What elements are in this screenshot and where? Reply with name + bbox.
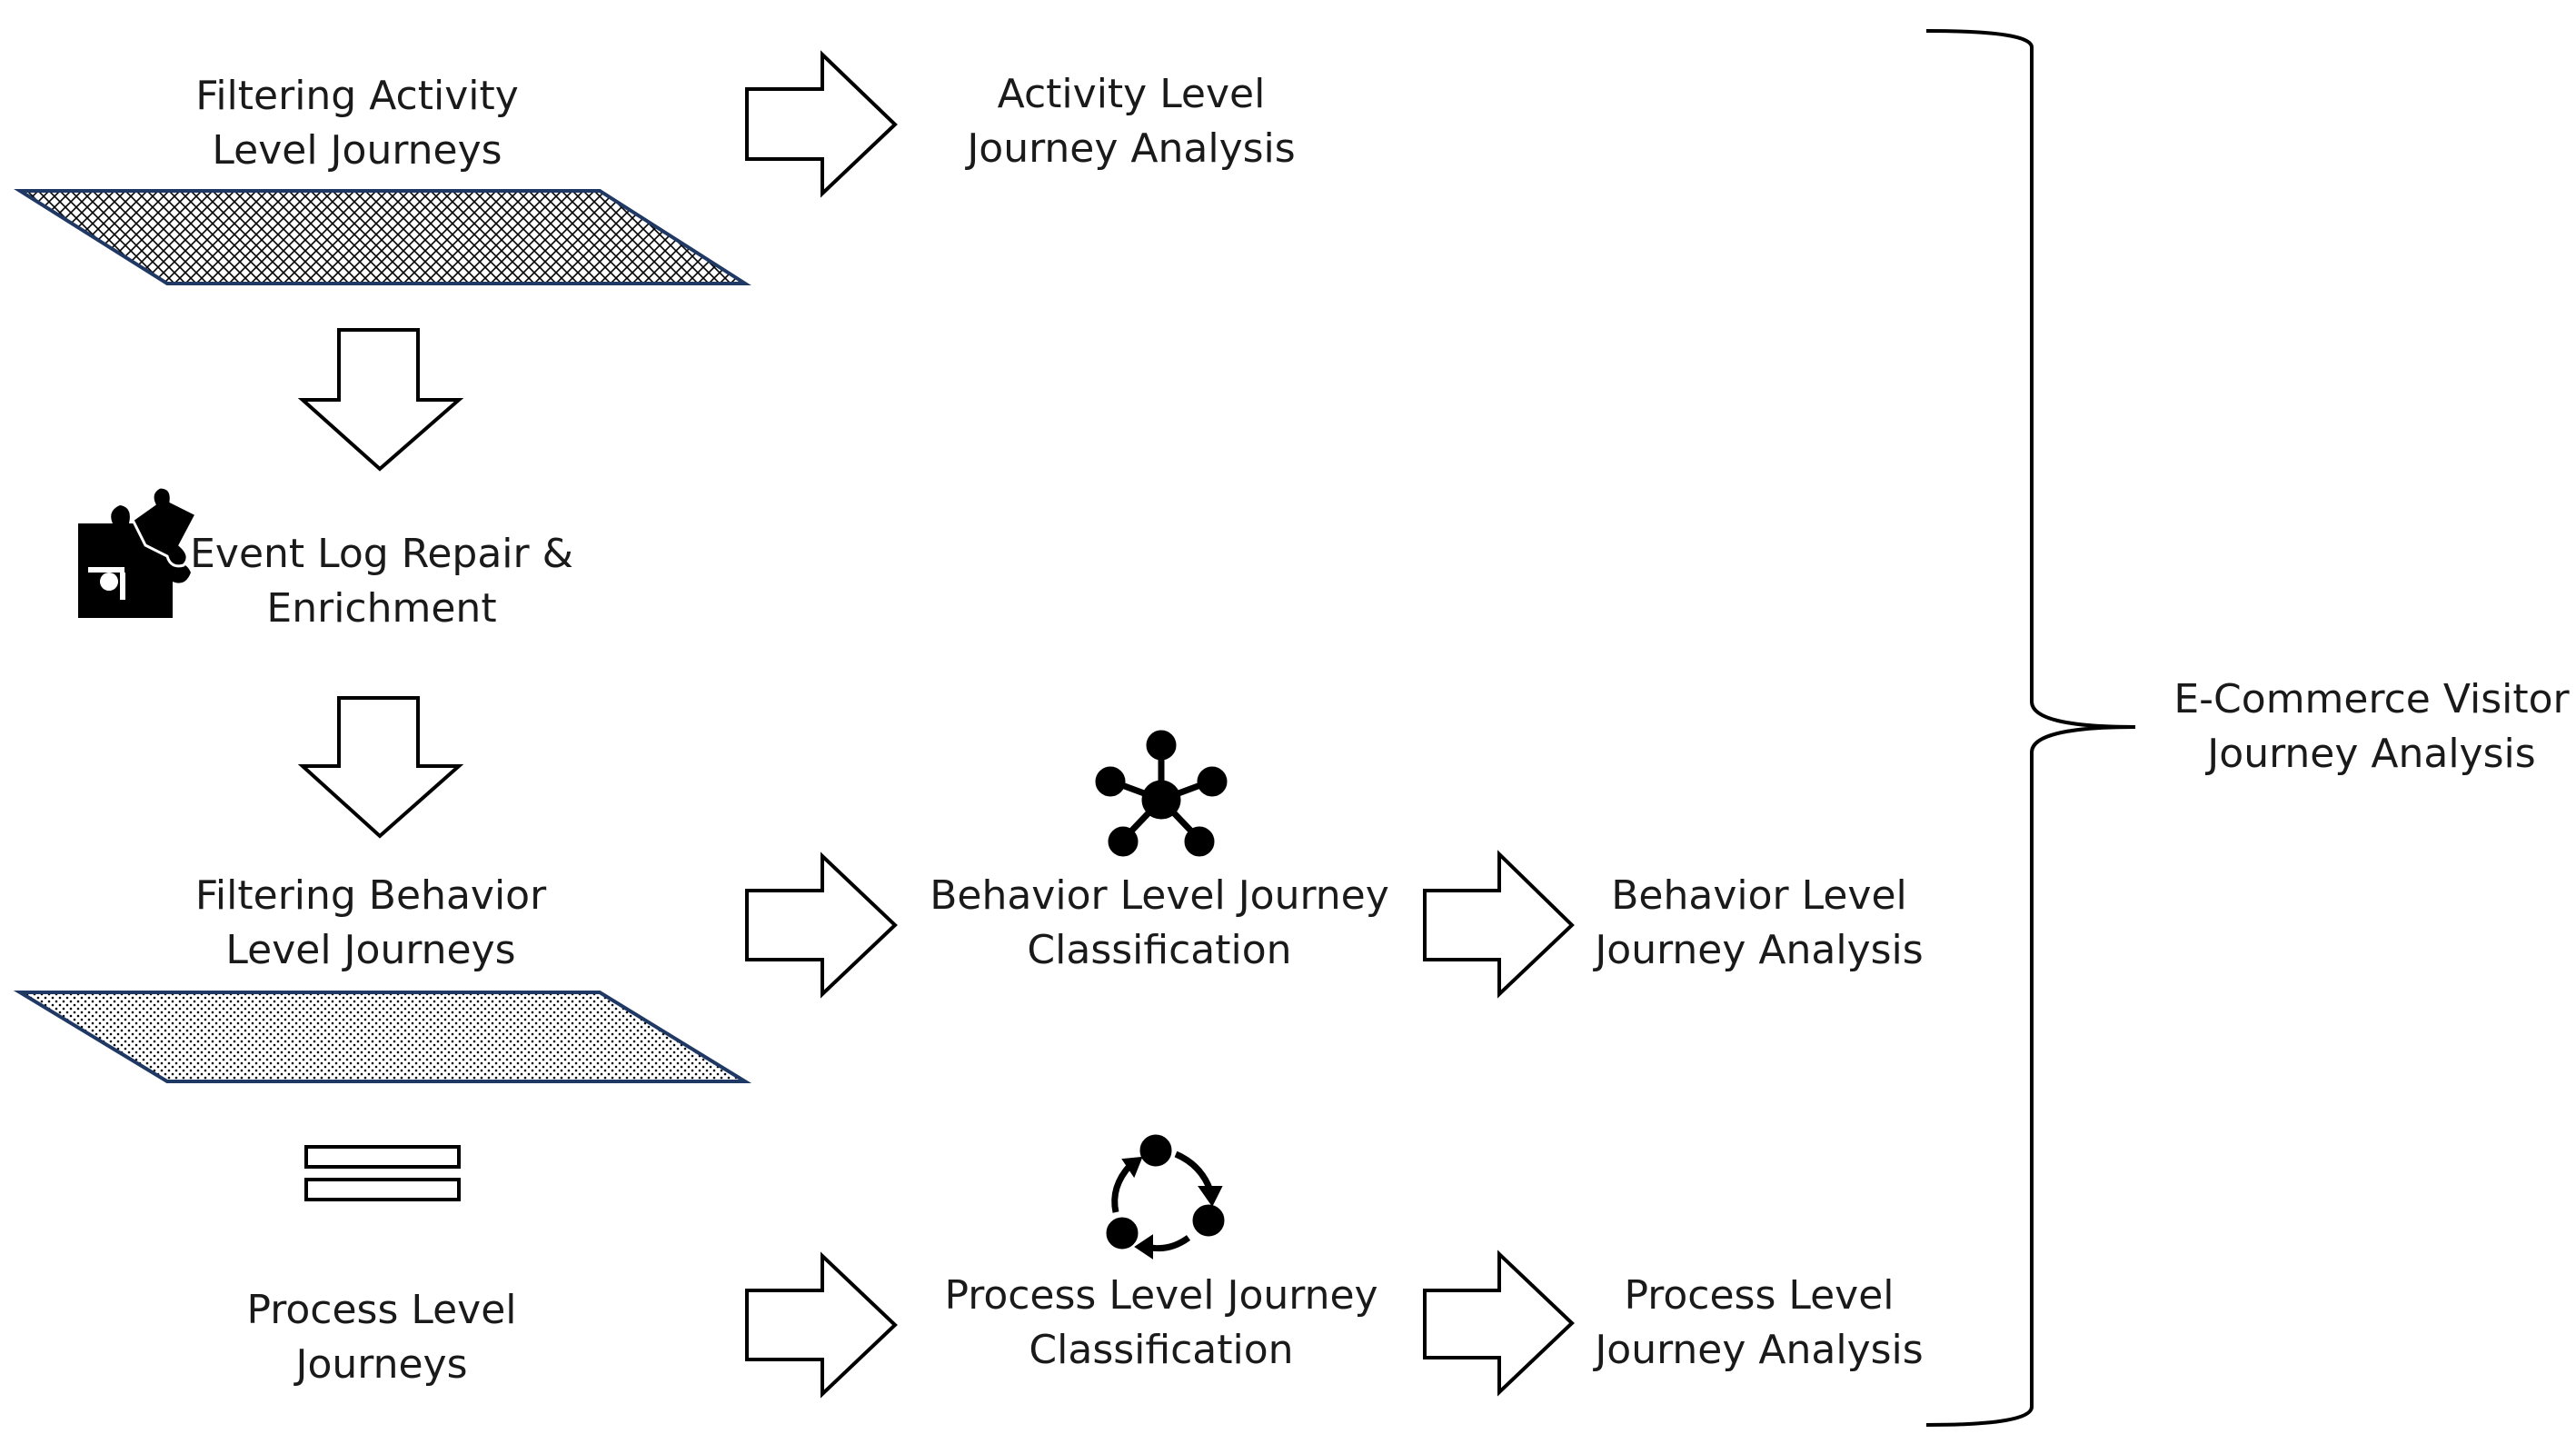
process-analysis-line-2: Journey Analysis: [1595, 1327, 1924, 1373]
outcome-line-1: E-Commerce Visitor: [2173, 676, 2570, 722]
behavior-classification-line-1: Behavior Level Journey: [930, 872, 1389, 919]
arrow-right-icon: [1423, 850, 1575, 999]
outcome-label: E-Commerce Visitor Journey Analysis: [2173, 672, 2569, 782]
behavior-analysis-line-1: Behavior Level: [1611, 872, 1907, 919]
filter-behavior-line-2: Level Journeys: [225, 927, 516, 973]
behavior-analysis-line-2: Journey Analysis: [1595, 927, 1924, 973]
activity-analysis-line-2: Journey Analysis: [967, 125, 1296, 172]
arrow-right-icon: [745, 50, 898, 198]
filter-activity-line-2: Level Journeys: [212, 127, 502, 174]
behavior-classification-label: Behavior Level Journey Classification: [930, 869, 1389, 978]
event-log-repair-label: Event Log Repair & Enrichment: [190, 527, 573, 636]
process-analysis-label: Process Level Journey Analysis: [1595, 1269, 1923, 1378]
event-log-repair-line-1: Event Log Repair &: [190, 531, 573, 577]
process-journeys-label: Process Level Journeys: [246, 1283, 516, 1392]
outcome-line-2: Journey Analysis: [2207, 731, 2536, 777]
filter-activity-line-1: Filtering Activity: [195, 73, 519, 119]
process-journeys-line-2: Journeys: [295, 1341, 468, 1388]
behavior-analysis-label: Behavior Level Journey Analysis: [1595, 869, 1923, 978]
arrow-right-icon: [745, 1251, 898, 1399]
process-journeys-line-1: Process Level: [246, 1287, 517, 1333]
activity-analysis-label: Activity Level Journey Analysis: [967, 67, 1295, 176]
cycle-icon: [1106, 1134, 1225, 1260]
filter-activity-label: Filtering Activity Level Journeys: [195, 69, 519, 178]
arrow-down-icon: [297, 328, 464, 472]
event-log-repair-line-2: Enrichment: [266, 585, 497, 632]
behavior-classification-line-2: Classification: [1027, 927, 1292, 973]
network-hub-icon: [1095, 730, 1228, 857]
activity-filter-shape: [14, 189, 751, 285]
filter-behavior-line-1: Filtering Behavior: [194, 872, 547, 919]
equals-icon: [304, 1145, 461, 1201]
arrow-down-icon: [297, 696, 464, 839]
arrow-right-icon: [1423, 1250, 1575, 1397]
process-classification-label: Process Level Journey Classification: [944, 1269, 1378, 1378]
behavior-filter-shape: [13, 991, 752, 1083]
filter-behavior-label: Filtering Behavior Level Journeys: [195, 869, 546, 978]
process-analysis-line-1: Process Level: [1624, 1272, 1895, 1319]
grouping-brace: [1925, 29, 2136, 1427]
activity-analysis-line-1: Activity Level: [997, 71, 1266, 117]
puzzle-icon: [78, 485, 199, 618]
process-classification-line-1: Process Level Journey: [944, 1272, 1378, 1319]
process-classification-line-2: Classification: [1029, 1327, 1294, 1373]
arrow-right-icon: [745, 851, 898, 999]
